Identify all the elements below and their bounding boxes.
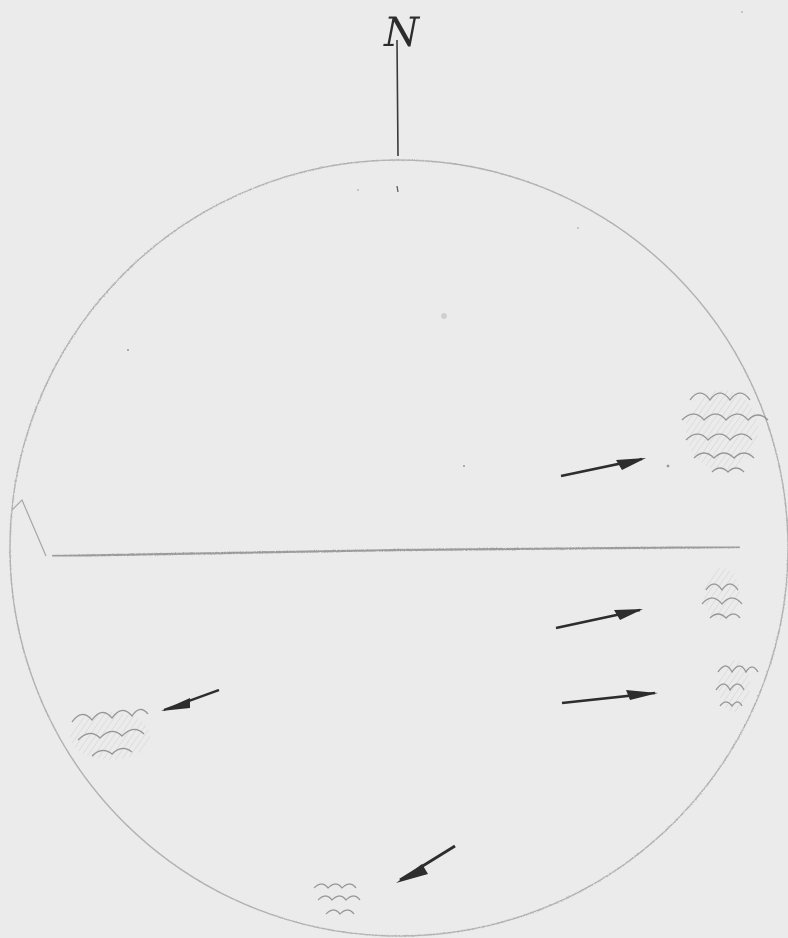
north-tick [397,186,398,192]
edge-marker [12,500,46,556]
arrow-east-upper [561,458,646,476]
arrow-west [161,690,219,711]
north-label: N [383,10,421,56]
equator-line [12,500,740,556]
spot-group-east-lower [716,660,758,712]
spot-group-west-lower [70,709,150,760]
arrow-icon [616,458,646,470]
faint-marks [127,11,743,467]
arrow-icon [396,864,428,883]
north-line [397,40,398,156]
north-indicator: N [383,10,421,192]
arrow-east-middle [556,609,643,628]
spot-group-east-upper [682,390,768,472]
spot-group-east-middle [702,568,742,620]
arrow-south [396,846,455,883]
arrow-icon [614,609,643,620]
arrow-icon [626,690,658,700]
spot-group-south [314,884,360,914]
arrow-east-lower [562,690,658,703]
